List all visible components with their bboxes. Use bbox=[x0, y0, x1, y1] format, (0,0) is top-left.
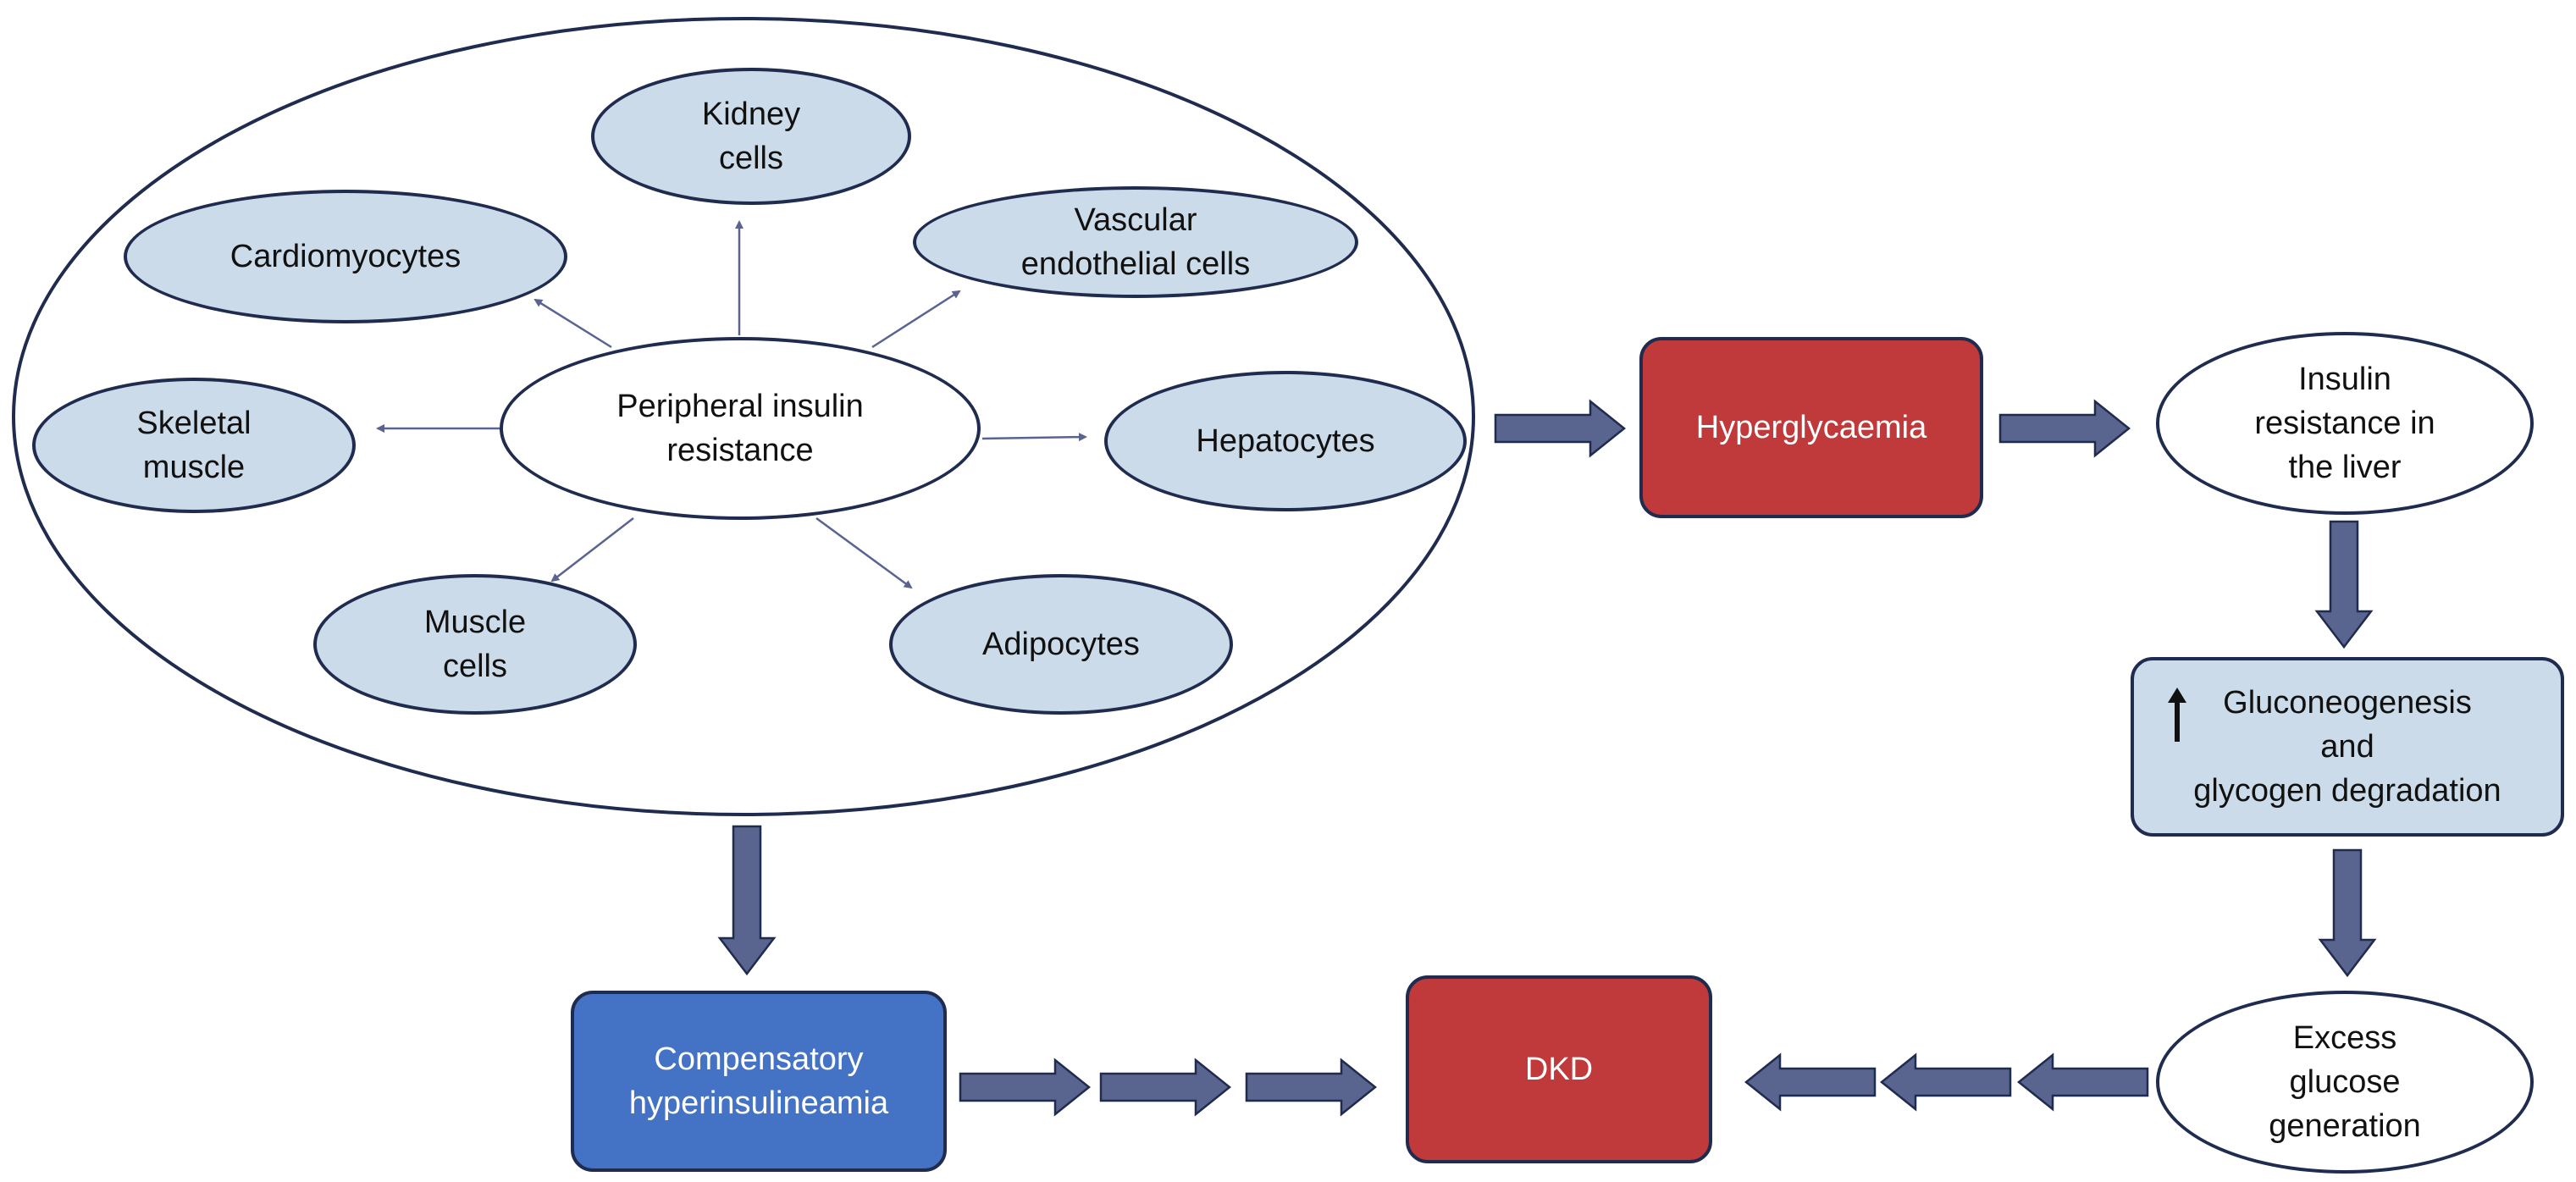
kidney-cells-node: Kidney cells bbox=[591, 68, 911, 205]
arrow-to-hepatocytes bbox=[981, 433, 1087, 442]
arrow-to-muscle bbox=[550, 517, 634, 583]
block-arrow-excess-3 bbox=[1744, 1052, 1877, 1112]
outer-ellipse bbox=[12, 17, 1475, 816]
adipocytes-node: Adipocytes bbox=[889, 574, 1233, 715]
liver-insulin-resistance-node: Insulin resistance in the liver bbox=[2156, 332, 2534, 515]
block-arrow-excess-2 bbox=[1879, 1052, 2012, 1112]
arrow-to-vascular bbox=[871, 290, 961, 349]
arrow-to-adipocytes bbox=[815, 516, 913, 589]
block-arrow-to-hyperglycaemia bbox=[1494, 399, 1627, 458]
block-arrow-comp-1 bbox=[959, 1058, 1092, 1117]
gluconeogenesis-label: Gluconeogenesis and glycogen degradation bbox=[2193, 685, 2501, 809]
muscle-cells-node: Muscle cells bbox=[313, 574, 637, 715]
cardiomyocytes-node: Cardiomyocytes bbox=[124, 190, 567, 323]
block-arrow-to-excess-glucose bbox=[2318, 848, 2377, 978]
block-arrow-excess-1 bbox=[2016, 1052, 2149, 1112]
hepatocytes-node: Hepatocytes bbox=[1104, 371, 1467, 511]
dkd-box: DKD bbox=[1406, 975, 1712, 1163]
skeletal-muscle-node: Skeletal muscle bbox=[32, 378, 356, 513]
arrow-to-cardiomyocytes bbox=[533, 298, 612, 349]
hyperglycaemia-box: Hyperglycaemia bbox=[1639, 337, 1983, 518]
compensatory-hyperinsulinaemia-box: Compensatory hyperinsulineamia bbox=[571, 991, 947, 1172]
block-arrow-comp-2 bbox=[1099, 1058, 1232, 1117]
peripheral-insulin-resistance-node: Peripheral insulin resistance bbox=[500, 337, 981, 520]
up-arrow-icon bbox=[2168, 688, 2187, 742]
excess-glucose-node: Excess glucose generation bbox=[2156, 991, 2534, 1174]
vascular-endothelial-node: Vascular endothelial cells bbox=[913, 186, 1358, 298]
block-arrow-to-liver bbox=[1998, 399, 2131, 458]
block-arrow-to-gluconeogenesis bbox=[2314, 520, 2374, 649]
block-arrow-comp-3 bbox=[1245, 1058, 1378, 1117]
block-arrow-to-compensatory bbox=[717, 825, 777, 976]
gluconeogenesis-box: Gluconeogenesis and glycogen degradation bbox=[2131, 657, 2564, 837]
